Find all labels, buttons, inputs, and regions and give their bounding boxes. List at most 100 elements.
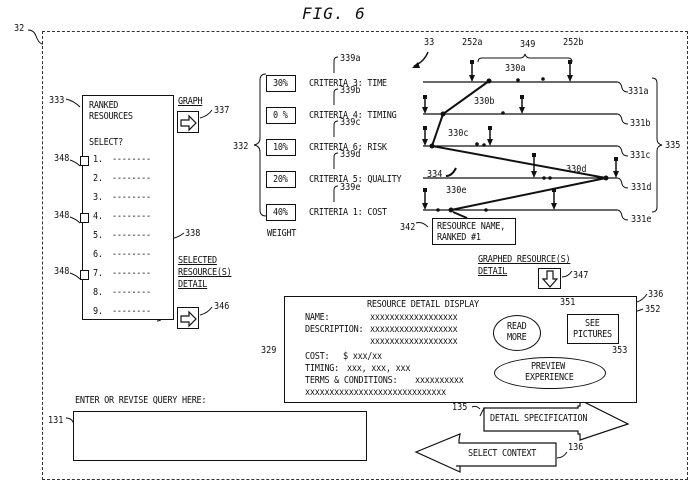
- select-context-button[interactable]: SELECT CONTEXT: [468, 449, 536, 459]
- timing-label: TIMING:: [305, 364, 339, 374]
- tooltip-text: RANKED #1: [437, 233, 481, 243]
- leader-line: [70, 217, 80, 223]
- ref-label: 339e: [340, 183, 360, 193]
- ranked-list-item[interactable]: 4.--------: [83, 211, 173, 225]
- leader-line: [617, 210, 628, 220]
- panel-title: RESOURCES: [89, 112, 133, 122]
- range-slider-handle: [552, 188, 556, 192]
- select-checkbox[interactable]: [80, 270, 89, 280]
- see-pictures-button[interactable]: SEE PICTURES: [567, 314, 619, 344]
- ranked-list-item[interactable]: 6. --------: [83, 249, 173, 263]
- ref-label: 331b: [630, 119, 650, 129]
- ranked-list-item[interactable]: 8. --------: [83, 287, 173, 301]
- range-slider-arrow: [487, 139, 493, 146]
- cost-value: $ xxx/xx: [343, 352, 382, 362]
- ranked-list-item[interactable]: 2.--------: [83, 173, 173, 187]
- graph-button[interactable]: [177, 111, 199, 133]
- terms-value: xxxxxxxxxxxxxxxxxxxxxxxxxxxxx: [305, 388, 446, 398]
- ref-label: 336: [648, 290, 663, 300]
- ref-label: 337: [214, 106, 229, 116]
- leader-line: [70, 160, 80, 166]
- leader-line: [66, 99, 80, 107]
- leader-line: [334, 89, 338, 105]
- ranked-list-item[interactable]: 9. --------: [83, 306, 173, 320]
- item-number: 8.: [93, 288, 103, 298]
- select-checkbox[interactable]: [80, 156, 89, 166]
- cost-label: COST:: [305, 352, 329, 362]
- select-label: SELECT?: [89, 138, 123, 148]
- weight-input[interactable]: 40%: [266, 204, 296, 221]
- leader-line: [562, 271, 572, 277]
- item-number: 9.: [93, 307, 103, 317]
- ranked-list-item[interactable]: 1.--------: [83, 154, 173, 168]
- weight-value: 10%: [273, 143, 288, 153]
- panel-title: RANKED: [89, 101, 118, 111]
- weight-value: 0 %: [273, 111, 288, 121]
- select-checkbox[interactable]: [80, 213, 89, 223]
- resource-dot: [501, 111, 505, 115]
- leader-line: [200, 307, 212, 315]
- selected-detail-label: SELECTED: [178, 256, 217, 266]
- tooltip-text: RESOURCE NAME,: [437, 222, 505, 232]
- query-input[interactable]: [73, 411, 367, 461]
- graphed-detail-button[interactable]: [538, 268, 561, 289]
- preview-experience-button[interactable]: PREVIEW EXPERIENCE: [494, 357, 606, 389]
- leader-line: [472, 406, 480, 409]
- query-label: ENTER OR REVISE QUERY HERE:: [75, 396, 206, 406]
- ranked-list-item[interactable]: 7.--------: [83, 268, 173, 282]
- item-number: 5.: [93, 231, 103, 241]
- detail-specification-button[interactable]: DETAIL SPECIFICATION: [490, 414, 587, 424]
- ref-label: 349: [520, 40, 535, 50]
- ranked-resources-panel: RANKED RESOURCES SELECT? 1.-------- 2.---…: [82, 95, 174, 320]
- profile-point: [430, 144, 435, 149]
- item-text: --------: [112, 307, 151, 317]
- selected-detail-button[interactable]: [177, 307, 199, 329]
- item-text: --------: [112, 250, 151, 260]
- ref-label: 131: [48, 416, 63, 426]
- range-slider-handle: [532, 153, 536, 157]
- button-label: SEE: [585, 319, 600, 329]
- resource-dot: [436, 208, 440, 212]
- ranked-list-item[interactable]: 5.--------: [83, 230, 173, 244]
- range-slider-handle: [423, 95, 427, 99]
- ref-label: 331e: [631, 215, 651, 225]
- item-text: --------: [112, 288, 151, 298]
- profile-point: [604, 176, 609, 181]
- ref-label: 353: [612, 346, 627, 356]
- item-text: --------: [112, 174, 151, 184]
- ref-label: 330e: [446, 186, 466, 196]
- range-slider-handle: [520, 95, 524, 99]
- range-slider-arrow: [422, 139, 428, 146]
- resource-tooltip: RESOURCE NAME, RANKED #1: [432, 218, 516, 245]
- weight-input[interactable]: 30%: [266, 75, 296, 92]
- item-number: 6.: [93, 250, 103, 260]
- weight-label: WEIGHT: [267, 229, 296, 239]
- ref-label: 351: [560, 298, 575, 308]
- ranked-list-item[interactable]: 3.--------: [83, 192, 173, 206]
- ref-label: 348: [54, 267, 69, 277]
- weight-input[interactable]: 20%: [266, 171, 296, 188]
- weight-value: 30%: [273, 79, 288, 89]
- range-brace: [478, 54, 572, 62]
- ref-label: 136: [568, 443, 583, 453]
- read-more-button[interactable]: READ MORE: [493, 315, 541, 351]
- graph-button-label: GRAPH: [178, 97, 202, 107]
- graphed-detail-label: GRAPHED RESOURCE(S): [478, 255, 570, 265]
- ref-label: 342: [400, 223, 415, 233]
- leader-line: [70, 273, 80, 279]
- detail-title: RESOURCE DETAIL DISPLAY: [367, 300, 479, 310]
- leader-line: [334, 121, 338, 137]
- arrow-right-icon: [178, 112, 200, 134]
- leader-line: [446, 168, 456, 176]
- terms-value: xxxxxxxxxx: [415, 376, 464, 386]
- range-slider-handle: [423, 188, 427, 192]
- resource-dot: [548, 176, 552, 180]
- ref-label: 329: [261, 346, 276, 356]
- selected-detail-label: DETAIL: [178, 280, 207, 290]
- weight-input[interactable]: 10%: [266, 139, 296, 156]
- range-slider-arrow: [551, 203, 557, 210]
- ref-label: 330a: [505, 64, 525, 74]
- ref-label: 339d: [340, 150, 360, 160]
- weight-input[interactable]: 0 %: [266, 107, 296, 124]
- ref-label: 330c: [448, 129, 468, 139]
